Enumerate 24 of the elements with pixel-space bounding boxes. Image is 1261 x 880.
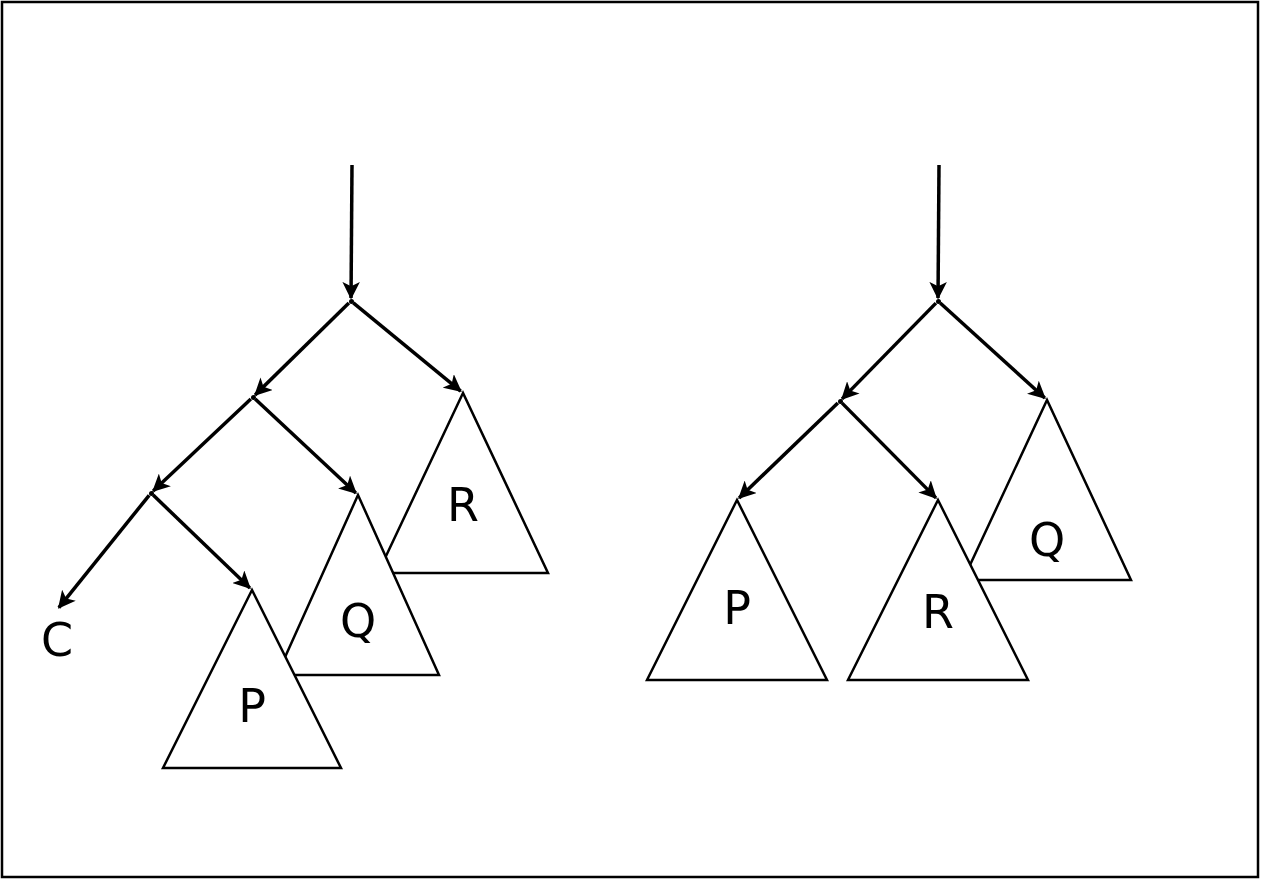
arrow — [840, 301, 938, 401]
junction-point — [935, 298, 941, 304]
arrow — [929, 165, 947, 300]
arrow — [939, 301, 1046, 400]
arrow — [253, 301, 351, 397]
junction-point — [837, 398, 843, 404]
subtree-label: P — [238, 682, 266, 729]
arrow — [254, 397, 357, 495]
subtree-label: P — [723, 585, 751, 631]
arrow — [840, 401, 938, 500]
leaf-label: C — [40, 617, 74, 663]
arrow — [352, 301, 462, 393]
arrow — [342, 165, 360, 300]
arrow — [57, 494, 151, 609]
subtree-label: Q — [1028, 517, 1066, 564]
arrow — [737, 401, 840, 500]
junction-point — [148, 490, 154, 496]
arrow — [151, 493, 252, 590]
junction-point — [348, 298, 354, 304]
subtree-label: R — [922, 588, 954, 635]
arrow — [152, 397, 252, 493]
junction-point — [250, 394, 256, 400]
subtree-label: R — [447, 481, 479, 528]
subtree-label: Q — [339, 598, 377, 644]
